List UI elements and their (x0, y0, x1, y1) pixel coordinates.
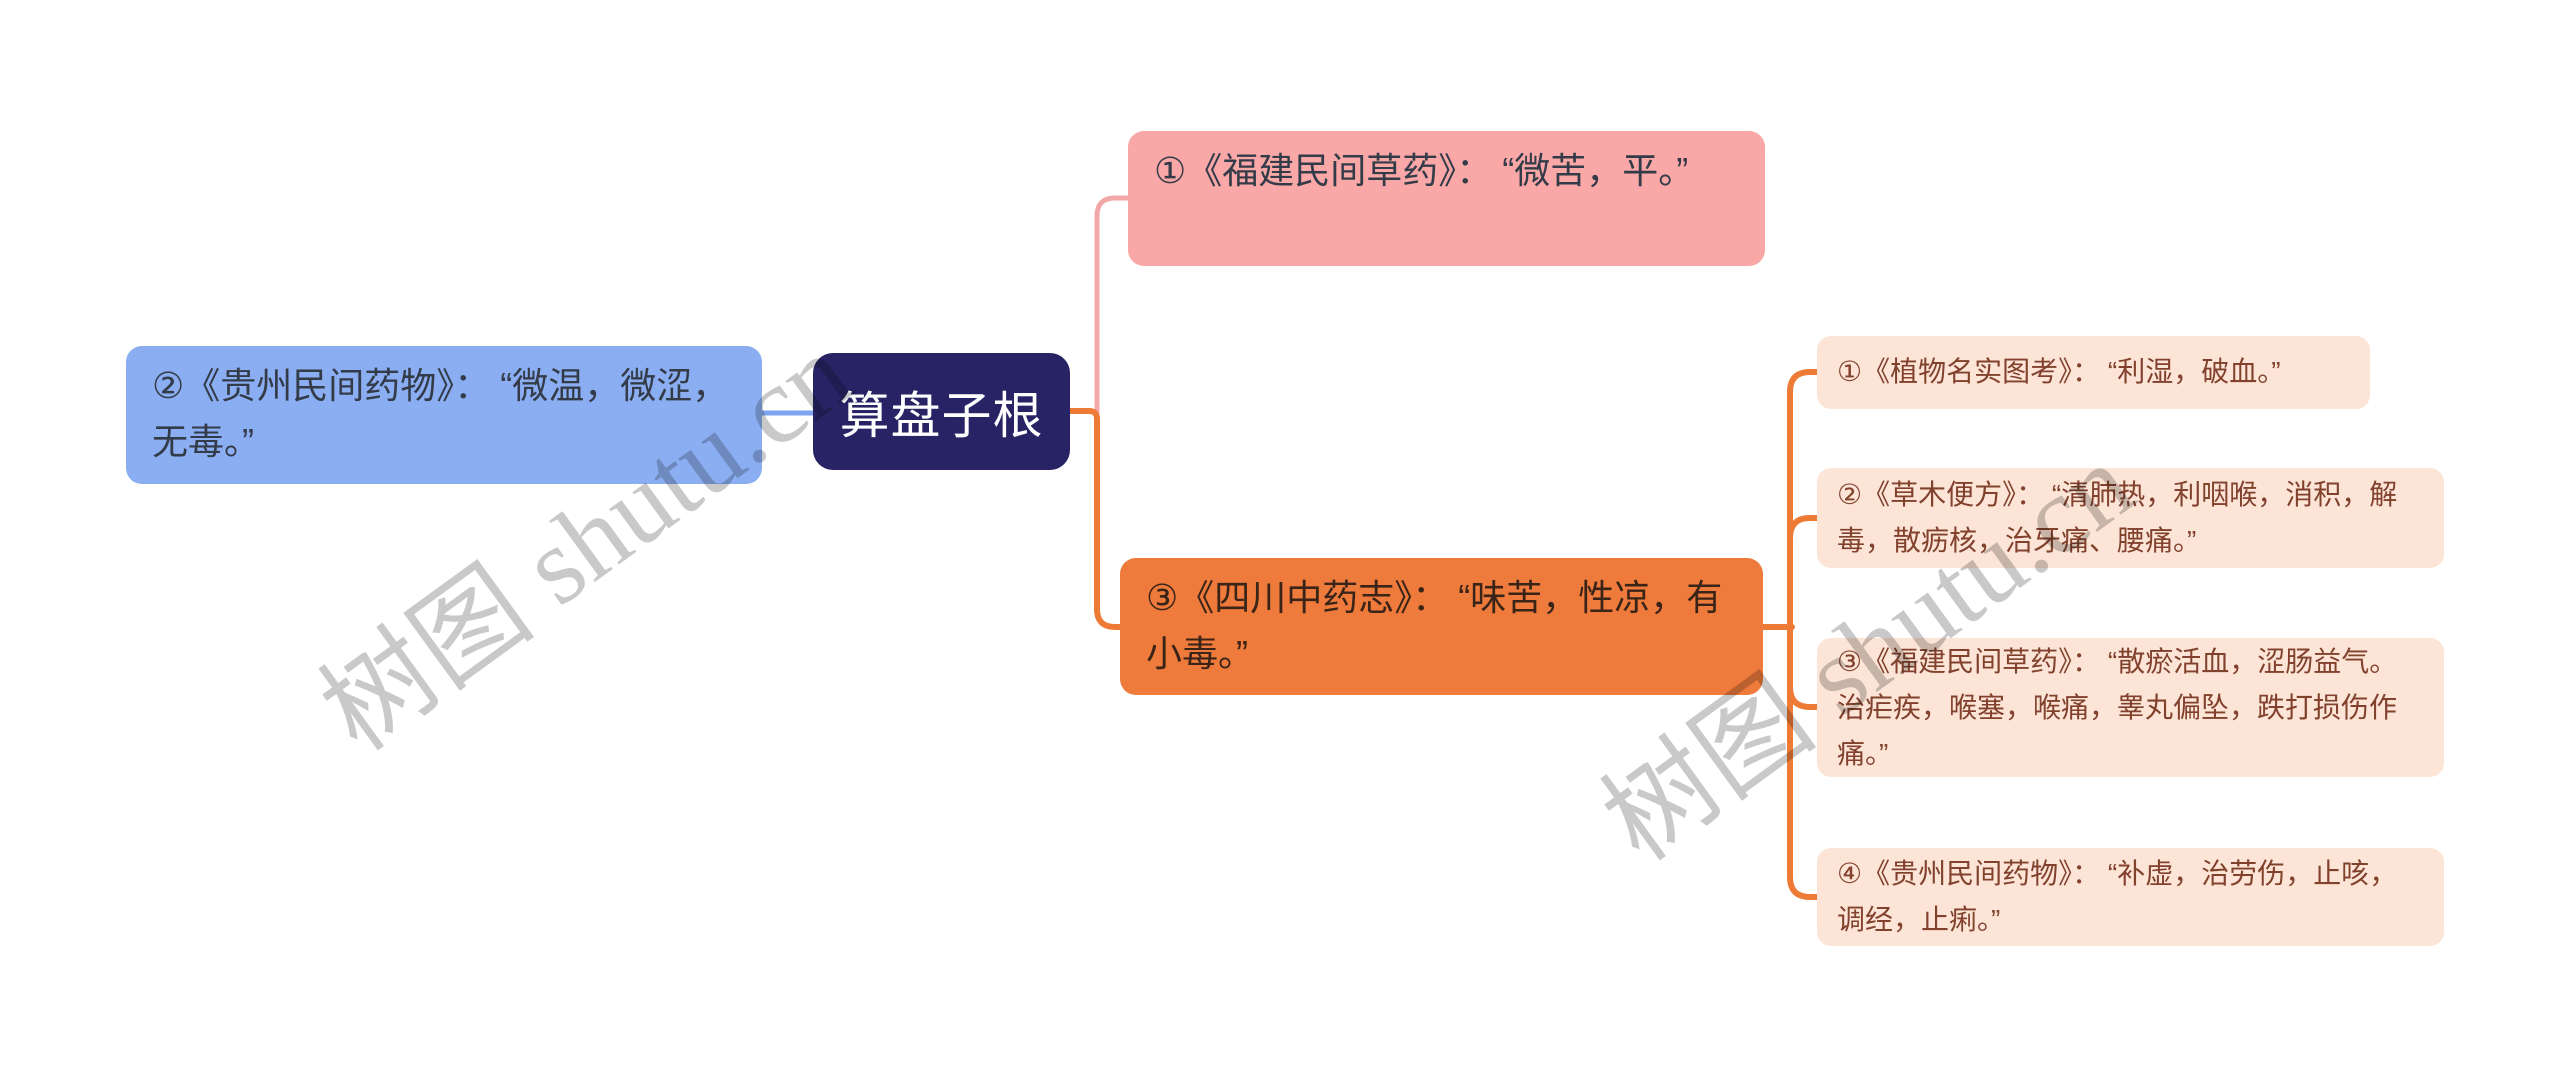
branch-node-guizhou-text: ②《贵州民间药物》： “微温，微涩，无毒。” (152, 365, 729, 462)
leaf-node-fujian2-text: ③《福建民间草药》： “散瘀活血，涩肠益气。治疟疾，喉塞，喉痛，睾丸偏坠，跌打损… (1837, 646, 2398, 769)
branch-node-sichuan[interactable]: ③《四川中药志》： “味苦，性凉，有小毒。” (1120, 558, 1763, 695)
connector-leaf-4 (1787, 874, 1825, 900)
leaf-node-zhiwu-text: ①《植物名实图考》： “利湿，破血。” (1837, 356, 2281, 387)
leaf-node-guizhou2-text: ④《贵州民间药物》： “补虚，治劳伤，止咳，调经，止痢。” (1837, 858, 2398, 935)
leaf-node-caomu-text: ②《草木便方》： “清肺热，利咽喉，消积，解毒，散疬核，治牙痛、腰痛。” (1837, 479, 2398, 556)
connector-leaf-1 (1787, 369, 1825, 395)
leaf-node-caomu[interactable]: ②《草木便方》： “清肺热，利咽喉，消积，解毒，散疬核，治牙痛、腰痛。” (1817, 468, 2444, 568)
leaf-node-zhiwu[interactable]: ①《植物名实图考》： “利湿，破血。” (1817, 336, 2370, 409)
connector-leaf-2 (1787, 515, 1825, 541)
connector-leaf-3 (1787, 684, 1825, 710)
root-node[interactable]: 算盘子根 (813, 353, 1070, 470)
branch-node-fujian[interactable]: ①《福建民间草药》： “微苦，平。” (1128, 131, 1765, 266)
leaf-node-fujian2[interactable]: ③《福建民间草药》： “散瘀活血，涩肠益气。治疟疾，喉塞，喉痛，睾丸偏坠，跌打损… (1817, 638, 2444, 777)
root-node-label: 算盘子根 (839, 387, 1044, 444)
leaf-node-guizhou2[interactable]: ④《贵州民间药物》： “补虚，治劳伤，止咳，调经，止痢。” (1817, 848, 2444, 946)
branch-node-guizhou[interactable]: ②《贵州民间药物》： “微温，微涩，无毒。” (126, 346, 762, 484)
connector-bottom-branch (1065, 408, 1127, 630)
branch-node-sichuan-text: ③《四川中药志》： “味苦，性凉，有小毒。” (1146, 577, 1723, 674)
connector-top-branch (1094, 195, 1135, 416)
branch-node-fujian-text: ①《福建民间草药》： “微苦，平。” (1154, 150, 1689, 191)
